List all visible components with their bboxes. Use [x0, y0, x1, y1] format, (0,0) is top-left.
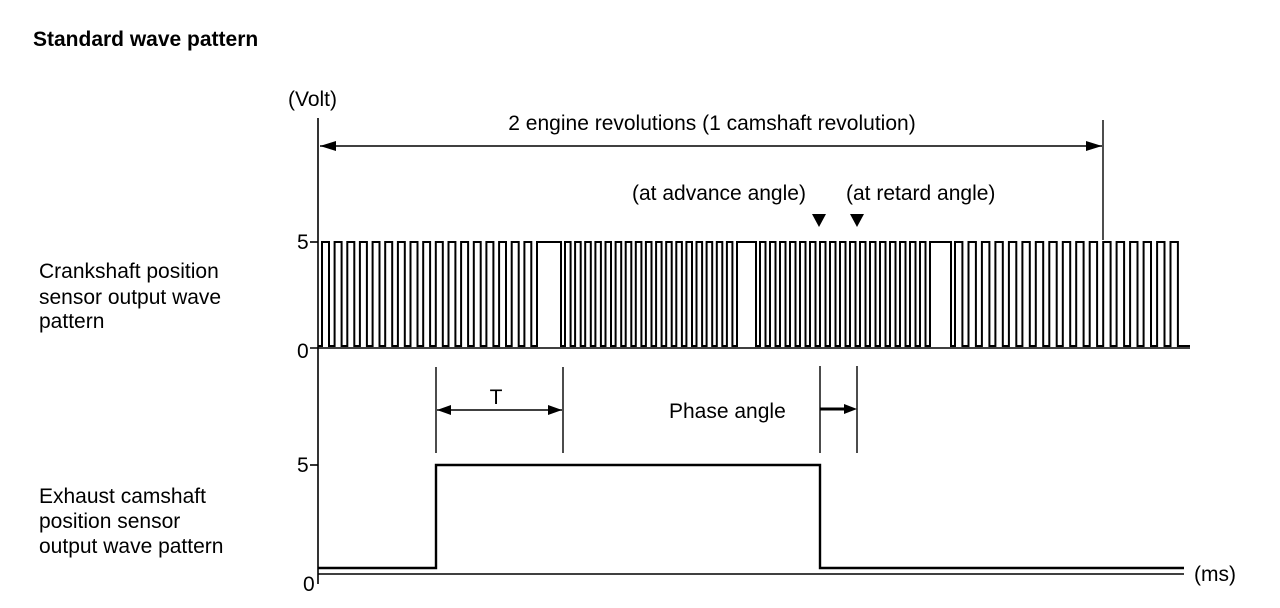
- period-label: T: [490, 386, 503, 409]
- cam-label-line-3: output wave pattern: [39, 535, 223, 558]
- diagram-title: Standard wave pattern: [33, 28, 258, 51]
- camshaft-wave: [318, 463, 1184, 570]
- crankshaft-wave: [318, 241, 1190, 347]
- cam-y-low: 0: [303, 573, 315, 596]
- retard-angle-label: (at retard angle): [846, 182, 995, 205]
- phase-arrow-head: [844, 404, 857, 414]
- revolution-span-arrow-right: [1086, 141, 1102, 151]
- retard-angle-marker: [850, 214, 864, 227]
- advance-angle-marker: [812, 214, 826, 227]
- crank-label-line-2: sensor output wave: [39, 286, 221, 309]
- phase-angle-label: Phase angle: [669, 400, 786, 423]
- x-axis-unit: (ms): [1194, 563, 1236, 586]
- cam-y-high: 5: [297, 454, 309, 477]
- advance-angle-label: (at advance angle): [632, 182, 806, 205]
- crank-label-line-3: pattern: [39, 310, 104, 333]
- cam-label-line-1: Exhaust camshaft: [39, 485, 206, 508]
- crank-y-low: 0: [297, 340, 309, 363]
- revolution-span-arrow-left: [320, 141, 336, 151]
- cam-label-line-2: position sensor: [39, 510, 180, 533]
- period-arrow-right: [548, 405, 562, 415]
- revolution-span-label: 2 engine revolutions (1 camshaft revolut…: [508, 112, 915, 135]
- crank-label-line-1: Crankshaft position: [39, 260, 219, 283]
- period-arrow-left: [437, 405, 451, 415]
- crank-y-high: 5: [297, 231, 309, 254]
- y-axis-unit: (Volt): [288, 88, 337, 111]
